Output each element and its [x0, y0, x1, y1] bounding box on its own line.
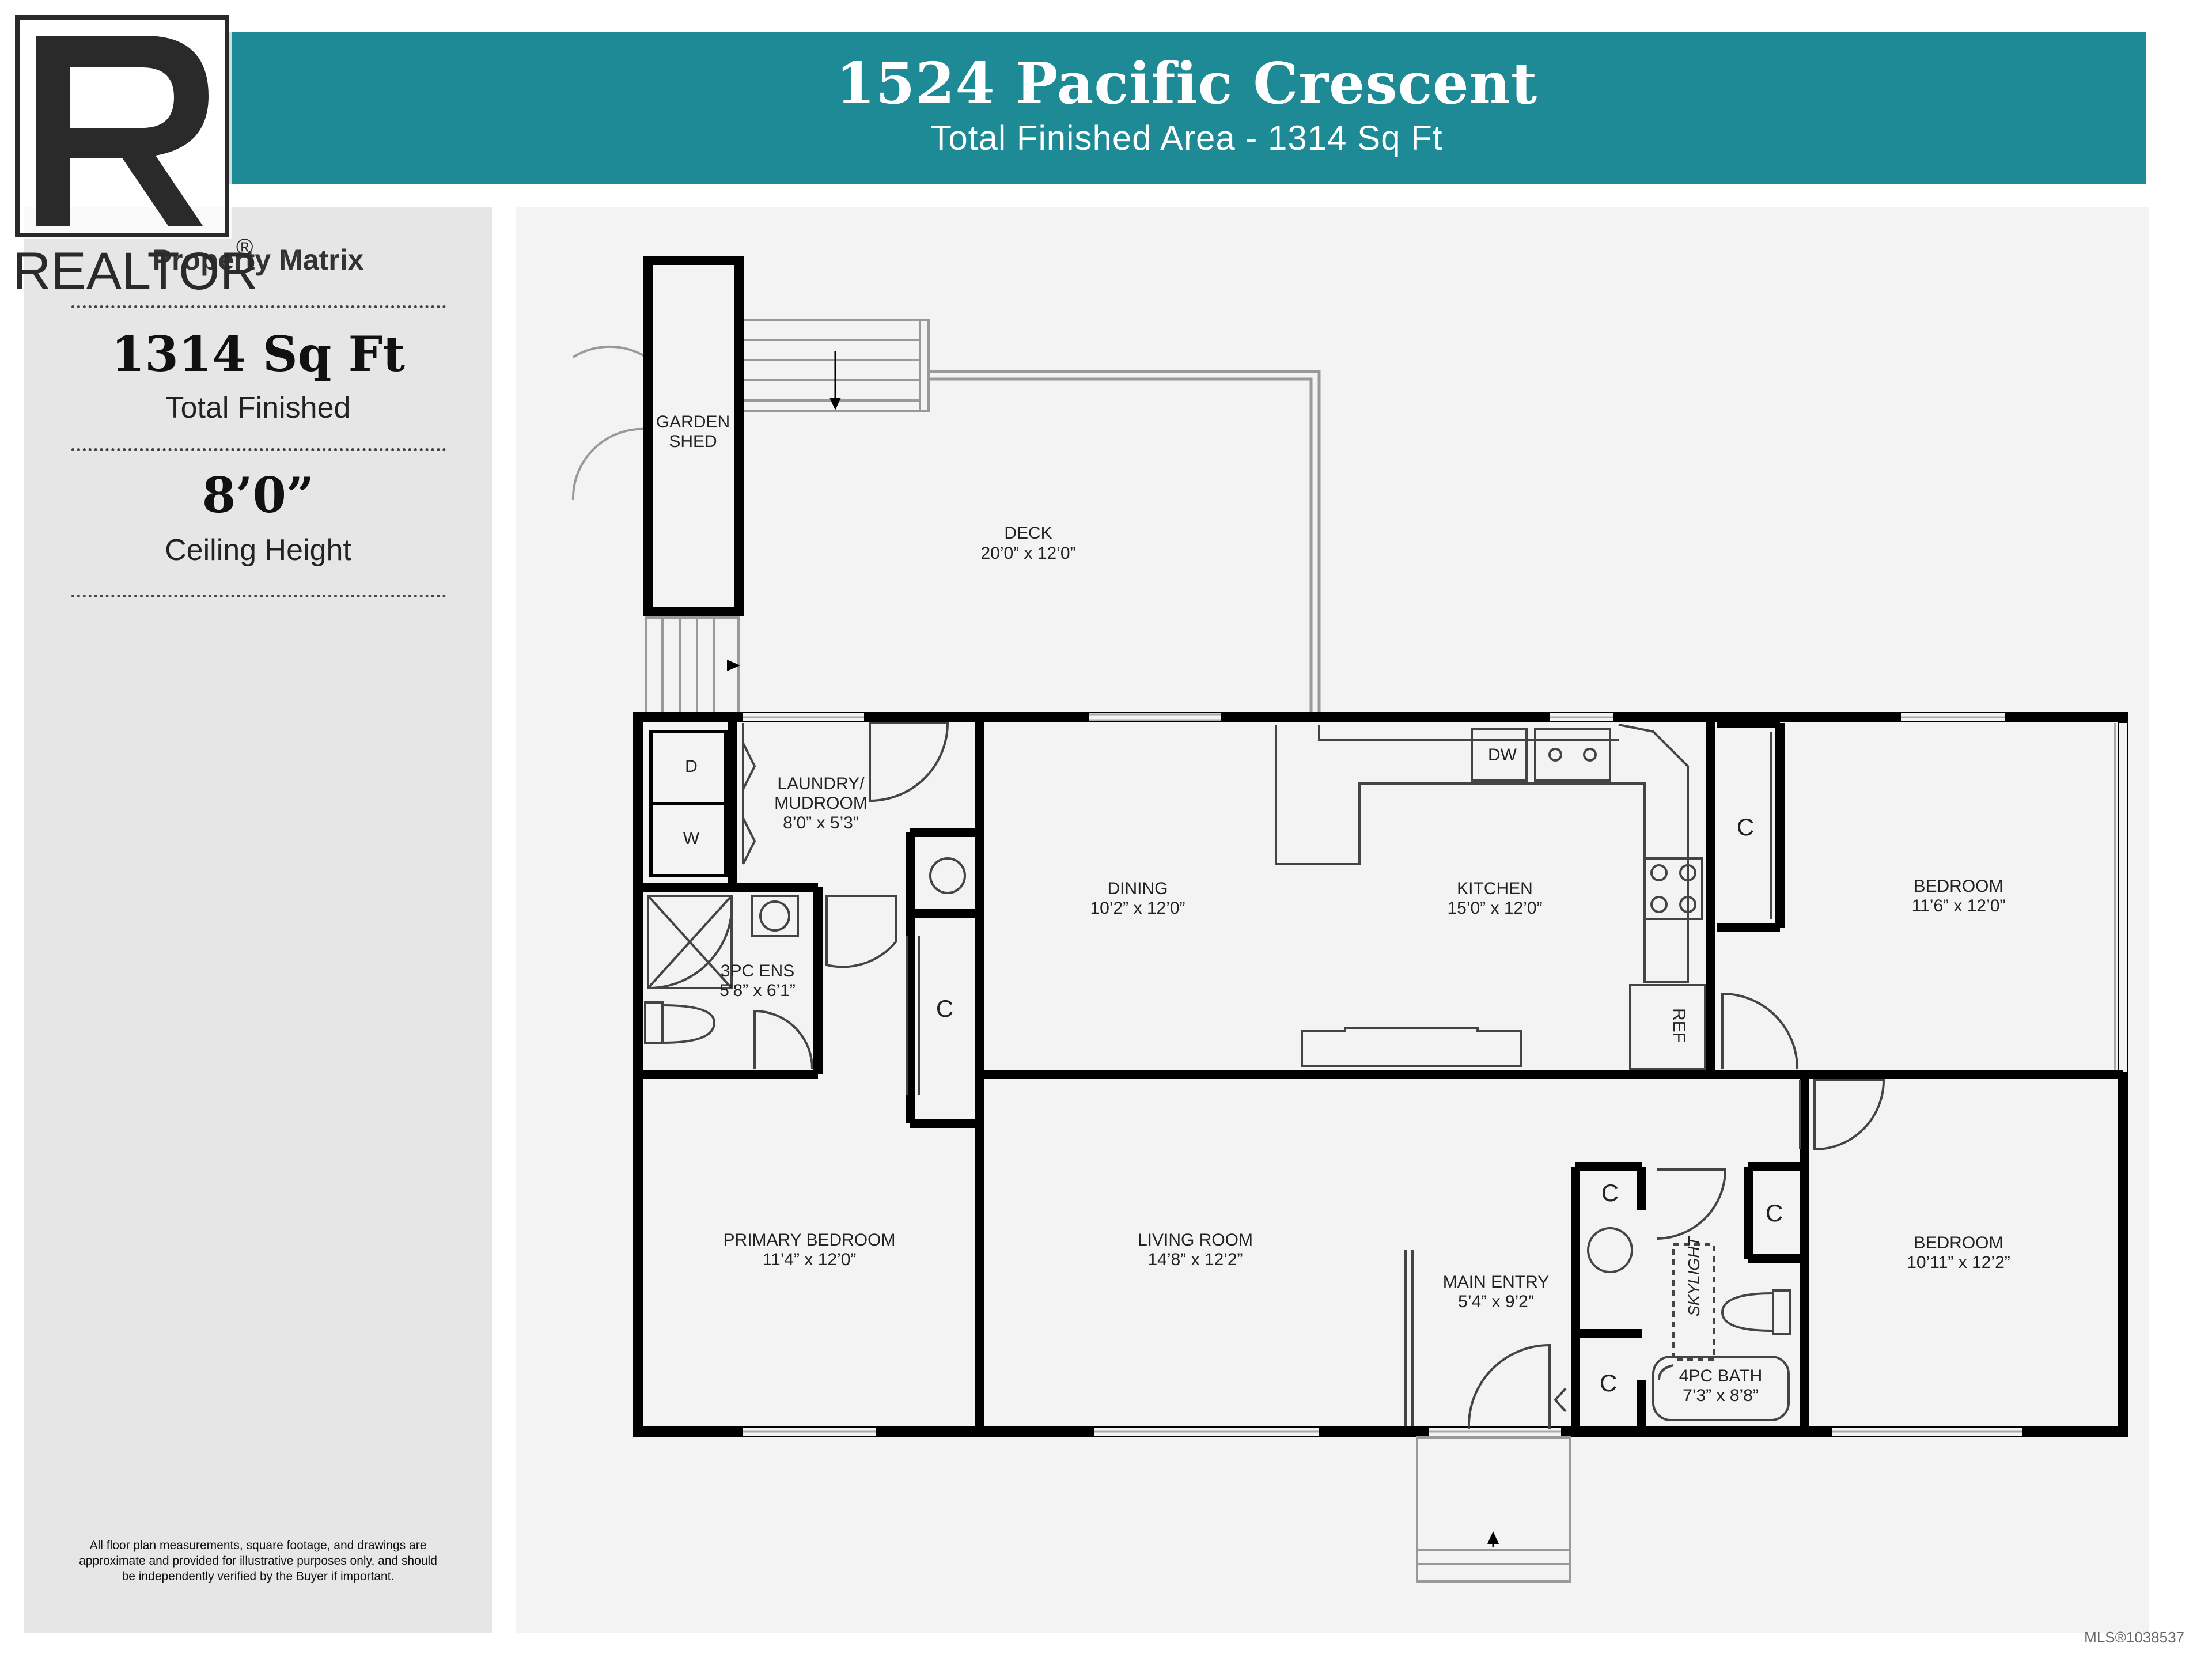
- living-room-name: LIVING ROOM: [1138, 1231, 1253, 1250]
- deck-outline: [929, 370, 1321, 717]
- closet-label: C: [1600, 1369, 1617, 1396]
- divider: [71, 448, 446, 451]
- living-room-dims: 14’8” x 12’2”: [1147, 1250, 1243, 1269]
- laundry-dims: 8’0” x 5’3”: [783, 813, 859, 832]
- main-entry-dims: 5’4” x 9’2”: [1458, 1292, 1534, 1311]
- dining-dims: 10’2” x 12’0”: [1090, 899, 1185, 918]
- interior-walls: [638, 717, 2123, 1432]
- property-matrix-panel: Property Matrix 1314 Sq Ft Total Finishe…: [24, 207, 492, 1633]
- bath-fixtures: [1587, 1168, 1791, 1421]
- hall-closet: [906, 857, 966, 1095]
- disclaimer-text: All floor plan measurements, square foot…: [79, 1539, 437, 1583]
- main-entry-name: MAIN ENTRY: [1443, 1273, 1549, 1292]
- closet-label: C: [1601, 1179, 1619, 1206]
- stairs-arrow: [830, 351, 841, 410]
- garden-shed-label: SHED: [669, 432, 717, 451]
- main-entry-door: [1404, 1250, 1567, 1429]
- ceiling-value: 8’0”: [202, 467, 315, 524]
- bedroom-ne-dims: 11’6” x 12’0”: [1912, 896, 2006, 915]
- deck-name: DECK: [1004, 524, 1052, 543]
- bath-dims: 7’3” x 8’8”: [1683, 1386, 1759, 1405]
- divider: [71, 595, 446, 597]
- side-stairs-arrow: [727, 660, 740, 671]
- dryer-label: D: [685, 757, 698, 776]
- logo-text: REALTOR: [13, 242, 255, 301]
- bath-name: 4PC BATH: [1679, 1366, 1762, 1386]
- laundry-doors: [742, 722, 949, 865]
- mls-number: MLS®1038537: [2084, 1629, 2184, 1646]
- bedroom-ne-closet: [1721, 732, 1798, 1069]
- ensuite-fixtures: [644, 895, 897, 1069]
- garden-shed-label: GARDEN: [656, 412, 730, 431]
- skylight-label: SKYLIGHT: [1685, 1236, 1703, 1316]
- laundry-name: LAUNDRY/: [777, 774, 865, 793]
- ceiling-label: Ceiling Height: [165, 533, 351, 567]
- dishwasher-label: DW: [1488, 745, 1517, 764]
- realtor-logo: REALTOR ®: [13, 13, 255, 301]
- fridge-label: REF: [1669, 1008, 1688, 1043]
- laundry-fixtures: [649, 730, 728, 877]
- garden-shed-walls: [643, 256, 744, 616]
- bedroom-se-name: BEDROOM: [1914, 1233, 2003, 1252]
- front-stairs-arrow: [1487, 1531, 1499, 1547]
- bedroom-se-door: [1799, 1079, 1885, 1151]
- kitchen-name: KITCHEN: [1457, 879, 1533, 898]
- kitchen-counters: [1275, 724, 1706, 1070]
- primary-bedroom-dims: 11’4” x 12’0”: [763, 1250, 857, 1269]
- closet-label: C: [936, 995, 953, 1022]
- primary-bedroom-name: PRIMARY BEDROOM: [724, 1231, 896, 1250]
- logo-registered-mark: ®: [236, 234, 253, 260]
- ensuite-name: 3PC ENS: [721, 962, 794, 981]
- area-label: Total Finished: [165, 391, 351, 425]
- area-value: 1314 Sq Ft: [111, 325, 406, 383]
- page-subtitle: Total Finished Area - 1314 Sq Ft: [930, 119, 1443, 157]
- matrix-title: Property Matrix: [152, 244, 364, 276]
- top-windows: [743, 713, 2005, 721]
- kitchen-dims: 15’0” x 12’0”: [1447, 899, 1542, 918]
- logo-r-mark: [36, 36, 209, 226]
- divider: [71, 305, 446, 308]
- ensuite-shower: [647, 895, 733, 990]
- logo-frame: [15, 15, 229, 237]
- dining-name: DINING: [1108, 879, 1168, 898]
- side-stairs: [645, 616, 740, 716]
- header-banner: [228, 32, 2146, 184]
- deck-dims: 20’0” x 12’0”: [980, 544, 1075, 563]
- closet-label: C: [1737, 813, 1754, 841]
- page-title: 1524 Pacific Crescent: [835, 51, 1538, 117]
- laundry-name: MUDROOM: [774, 794, 868, 813]
- washer-label: W: [683, 829, 700, 848]
- bedroom-ne-name: BEDROOM: [1914, 877, 2003, 896]
- closet-label: C: [1766, 1199, 1783, 1227]
- ensuite-dims: 5’8” x 6’1”: [719, 981, 796, 1000]
- front-stairs: [1416, 1436, 1571, 1583]
- shed-doors: [571, 345, 647, 501]
- bedroom-se-dims: 10’11” x 12’2”: [1907, 1253, 2010, 1272]
